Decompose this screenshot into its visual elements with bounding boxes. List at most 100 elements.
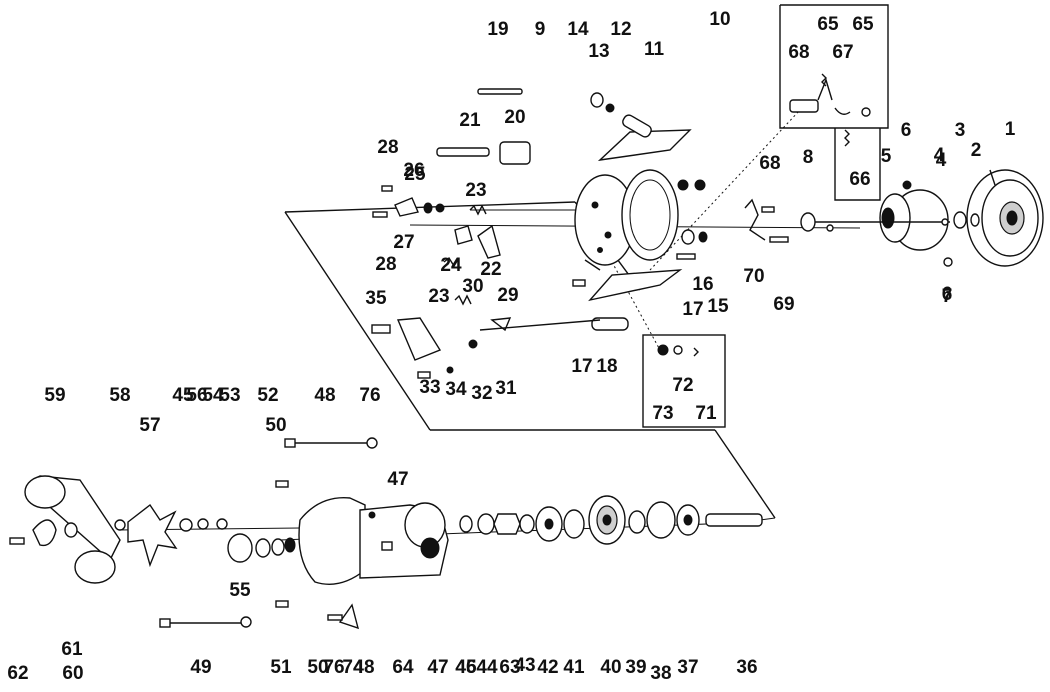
part-label-22: 22 xyxy=(480,259,501,280)
end-plate-1 xyxy=(966,169,1044,267)
part-label-27: 27 xyxy=(393,232,414,253)
part-label-23: 23 xyxy=(465,180,486,201)
part-label-8: 8 xyxy=(803,147,814,168)
part-label-47: 47 xyxy=(427,657,448,678)
part-label-23: 23 xyxy=(428,286,449,307)
gear-train xyxy=(459,495,763,545)
part-label-11: 11 xyxy=(644,39,665,60)
part-label-73: 73 xyxy=(652,403,673,424)
part-label-14: 14 xyxy=(567,19,589,40)
part-label-52: 52 xyxy=(257,385,278,406)
part-label-5: 5 xyxy=(881,146,892,167)
part-label-37: 37 xyxy=(677,657,698,678)
part-label-20: 20 xyxy=(504,107,525,128)
part-label-74: 74 xyxy=(342,657,364,678)
part-label-32: 32 xyxy=(471,383,492,404)
part-label-54: 54 xyxy=(202,385,224,406)
part-label-44: 44 xyxy=(476,657,498,678)
part-label-71: 71 xyxy=(695,403,717,424)
part-label-38: 38 xyxy=(650,663,671,684)
part-label-15: 15 xyxy=(707,296,729,317)
part-label-46: 46 xyxy=(455,657,476,678)
part-label-68: 68 xyxy=(788,42,809,63)
part-label-65: 65 xyxy=(817,14,839,35)
part-label-6: 6 xyxy=(942,284,953,305)
part-label-49: 49 xyxy=(190,657,211,678)
part-label-76: 76 xyxy=(323,657,344,678)
part-label-28: 28 xyxy=(375,254,396,275)
part-label-10: 10 xyxy=(709,9,730,30)
part-label-26: 26 xyxy=(403,160,424,181)
part-label-48: 48 xyxy=(314,385,335,406)
part-label-9: 9 xyxy=(535,19,546,40)
part-label-76: 76 xyxy=(359,385,380,406)
part-label-45: 45 xyxy=(455,657,477,678)
part-label-69: 69 xyxy=(773,294,794,315)
part-label-72: 72 xyxy=(672,375,693,396)
handle-side-plate-46-49 xyxy=(298,496,449,585)
part-label-50: 50 xyxy=(265,415,286,436)
part-label-31: 31 xyxy=(495,378,517,399)
part-label-56: 56 xyxy=(186,385,207,406)
part-label-65: 65 xyxy=(852,14,874,35)
part-label-62: 62 xyxy=(7,663,28,684)
part-label-3: 3 xyxy=(955,120,966,141)
part-label-29: 29 xyxy=(497,285,518,306)
part-label-4: 4 xyxy=(934,145,945,166)
part-label-50: 50 xyxy=(307,657,328,678)
part-label-2: 2 xyxy=(971,140,982,161)
part-label-68: 68 xyxy=(759,153,780,174)
inset-parts-64-67 xyxy=(789,73,871,147)
upper-small-parts xyxy=(436,88,708,287)
part-label-41: 41 xyxy=(563,657,585,678)
part-label-12: 12 xyxy=(610,19,631,40)
part-label-63: 63 xyxy=(499,657,520,678)
part-label-7: 7 xyxy=(942,286,953,307)
part-label-24: 24 xyxy=(440,255,462,276)
part-label-36: 36 xyxy=(736,657,757,678)
part-label-59: 59 xyxy=(44,385,65,406)
part-label-35: 35 xyxy=(365,288,387,309)
part-label-51: 51 xyxy=(270,657,292,678)
part-label-1: 1 xyxy=(1005,119,1016,140)
part-label-21: 21 xyxy=(459,110,481,131)
part-label-18: 18 xyxy=(596,356,617,377)
inset-parts-70-72 xyxy=(657,344,699,357)
part-label-4: 4 xyxy=(936,150,947,171)
part-label-43: 43 xyxy=(514,655,535,676)
part-label-17: 17 xyxy=(571,356,592,377)
spool-5 xyxy=(815,189,950,251)
assembly-outlines xyxy=(284,4,889,521)
frame-side-plate xyxy=(574,169,679,271)
screws-48-50 xyxy=(159,437,378,630)
part-label-45: 45 xyxy=(172,385,194,406)
part-label-42: 42 xyxy=(537,657,558,678)
part-label-40: 40 xyxy=(600,657,621,678)
part-label-34: 34 xyxy=(445,379,467,400)
part-label-53: 53 xyxy=(219,385,240,406)
part-label-48: 48 xyxy=(353,657,374,678)
part-label-70: 70 xyxy=(743,266,764,287)
part-label-25: 25 xyxy=(404,164,426,185)
axis-lines xyxy=(119,109,861,541)
left-small-parts xyxy=(371,185,601,379)
part-label-17: 17 xyxy=(682,299,703,320)
part-label-16: 16 xyxy=(692,274,713,295)
part-label-58: 58 xyxy=(109,385,130,406)
part-label-28: 28 xyxy=(377,137,398,158)
part-label-61: 61 xyxy=(61,639,83,660)
part-label-13: 13 xyxy=(588,41,609,62)
part-label-19: 19 xyxy=(487,19,508,40)
part-label-64: 64 xyxy=(392,657,414,678)
pawl-parts xyxy=(744,198,789,243)
part-label-6: 6 xyxy=(901,120,912,141)
part-label-33: 33 xyxy=(419,377,440,398)
clicker-11-and-18 xyxy=(588,114,692,331)
small-parts-right xyxy=(800,180,980,267)
part-label-39: 39 xyxy=(625,657,646,678)
part-label-60: 60 xyxy=(62,663,83,684)
part-label-67: 67 xyxy=(832,42,853,63)
part-label-30: 30 xyxy=(462,276,483,297)
